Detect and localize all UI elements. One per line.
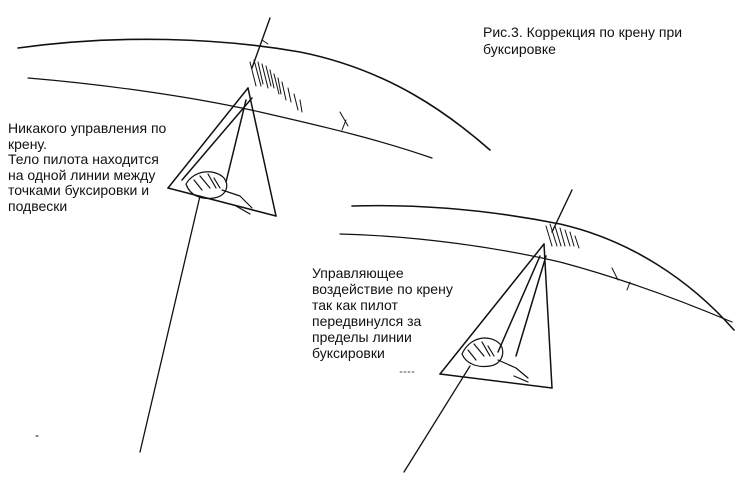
right-annotation-line: передвинулся за <box>312 313 422 329</box>
right-annotation-line: так как пилот <box>312 297 398 313</box>
right-annotation-line: Управляющее <box>312 265 404 281</box>
left-annotation: Никакого управления по крену. Тело пилот… <box>8 120 188 214</box>
glider-right <box>339 189 735 473</box>
right-king-post <box>551 189 573 233</box>
left-pilot <box>185 171 253 215</box>
right-annotation-line: пределы линии <box>312 329 412 345</box>
right-wing-trailing-edge <box>339 233 733 323</box>
right-wing-leading-edge <box>351 204 735 331</box>
right-hang-point-shading <box>545 223 631 291</box>
left-king-post <box>251 17 271 69</box>
right-tow-line <box>403 365 471 473</box>
left-wing-trailing-edge <box>27 77 433 159</box>
left-annotation-line: Тело пилота находится <box>8 151 159 167</box>
right-control-frame <box>439 243 553 389</box>
left-annotation-line: Никакого управления по <box>8 120 167 136</box>
right-annotation: Управляющее воздействие по крену так как… <box>312 265 482 361</box>
right-annotation-line: воздействие по крену <box>312 281 453 297</box>
glider-left <box>17 17 491 453</box>
left-hang-point-shading <box>249 59 349 131</box>
left-annotation-line: подвески <box>8 197 68 214</box>
left-tow-line <box>139 195 201 453</box>
right-annotation-line: буксировки <box>312 345 385 361</box>
left-wing-leading-edge <box>17 38 491 151</box>
left-control-frame <box>167 87 277 217</box>
left-annotation-line: крену. <box>8 135 47 152</box>
right-pilot <box>461 337 529 383</box>
left-annotation-line: точками буксировки и <box>8 182 150 198</box>
figure-caption: Рис.3. Коррекция по крену при буксировке <box>483 24 683 57</box>
left-annotation-line: на одной линии между <box>8 166 156 183</box>
